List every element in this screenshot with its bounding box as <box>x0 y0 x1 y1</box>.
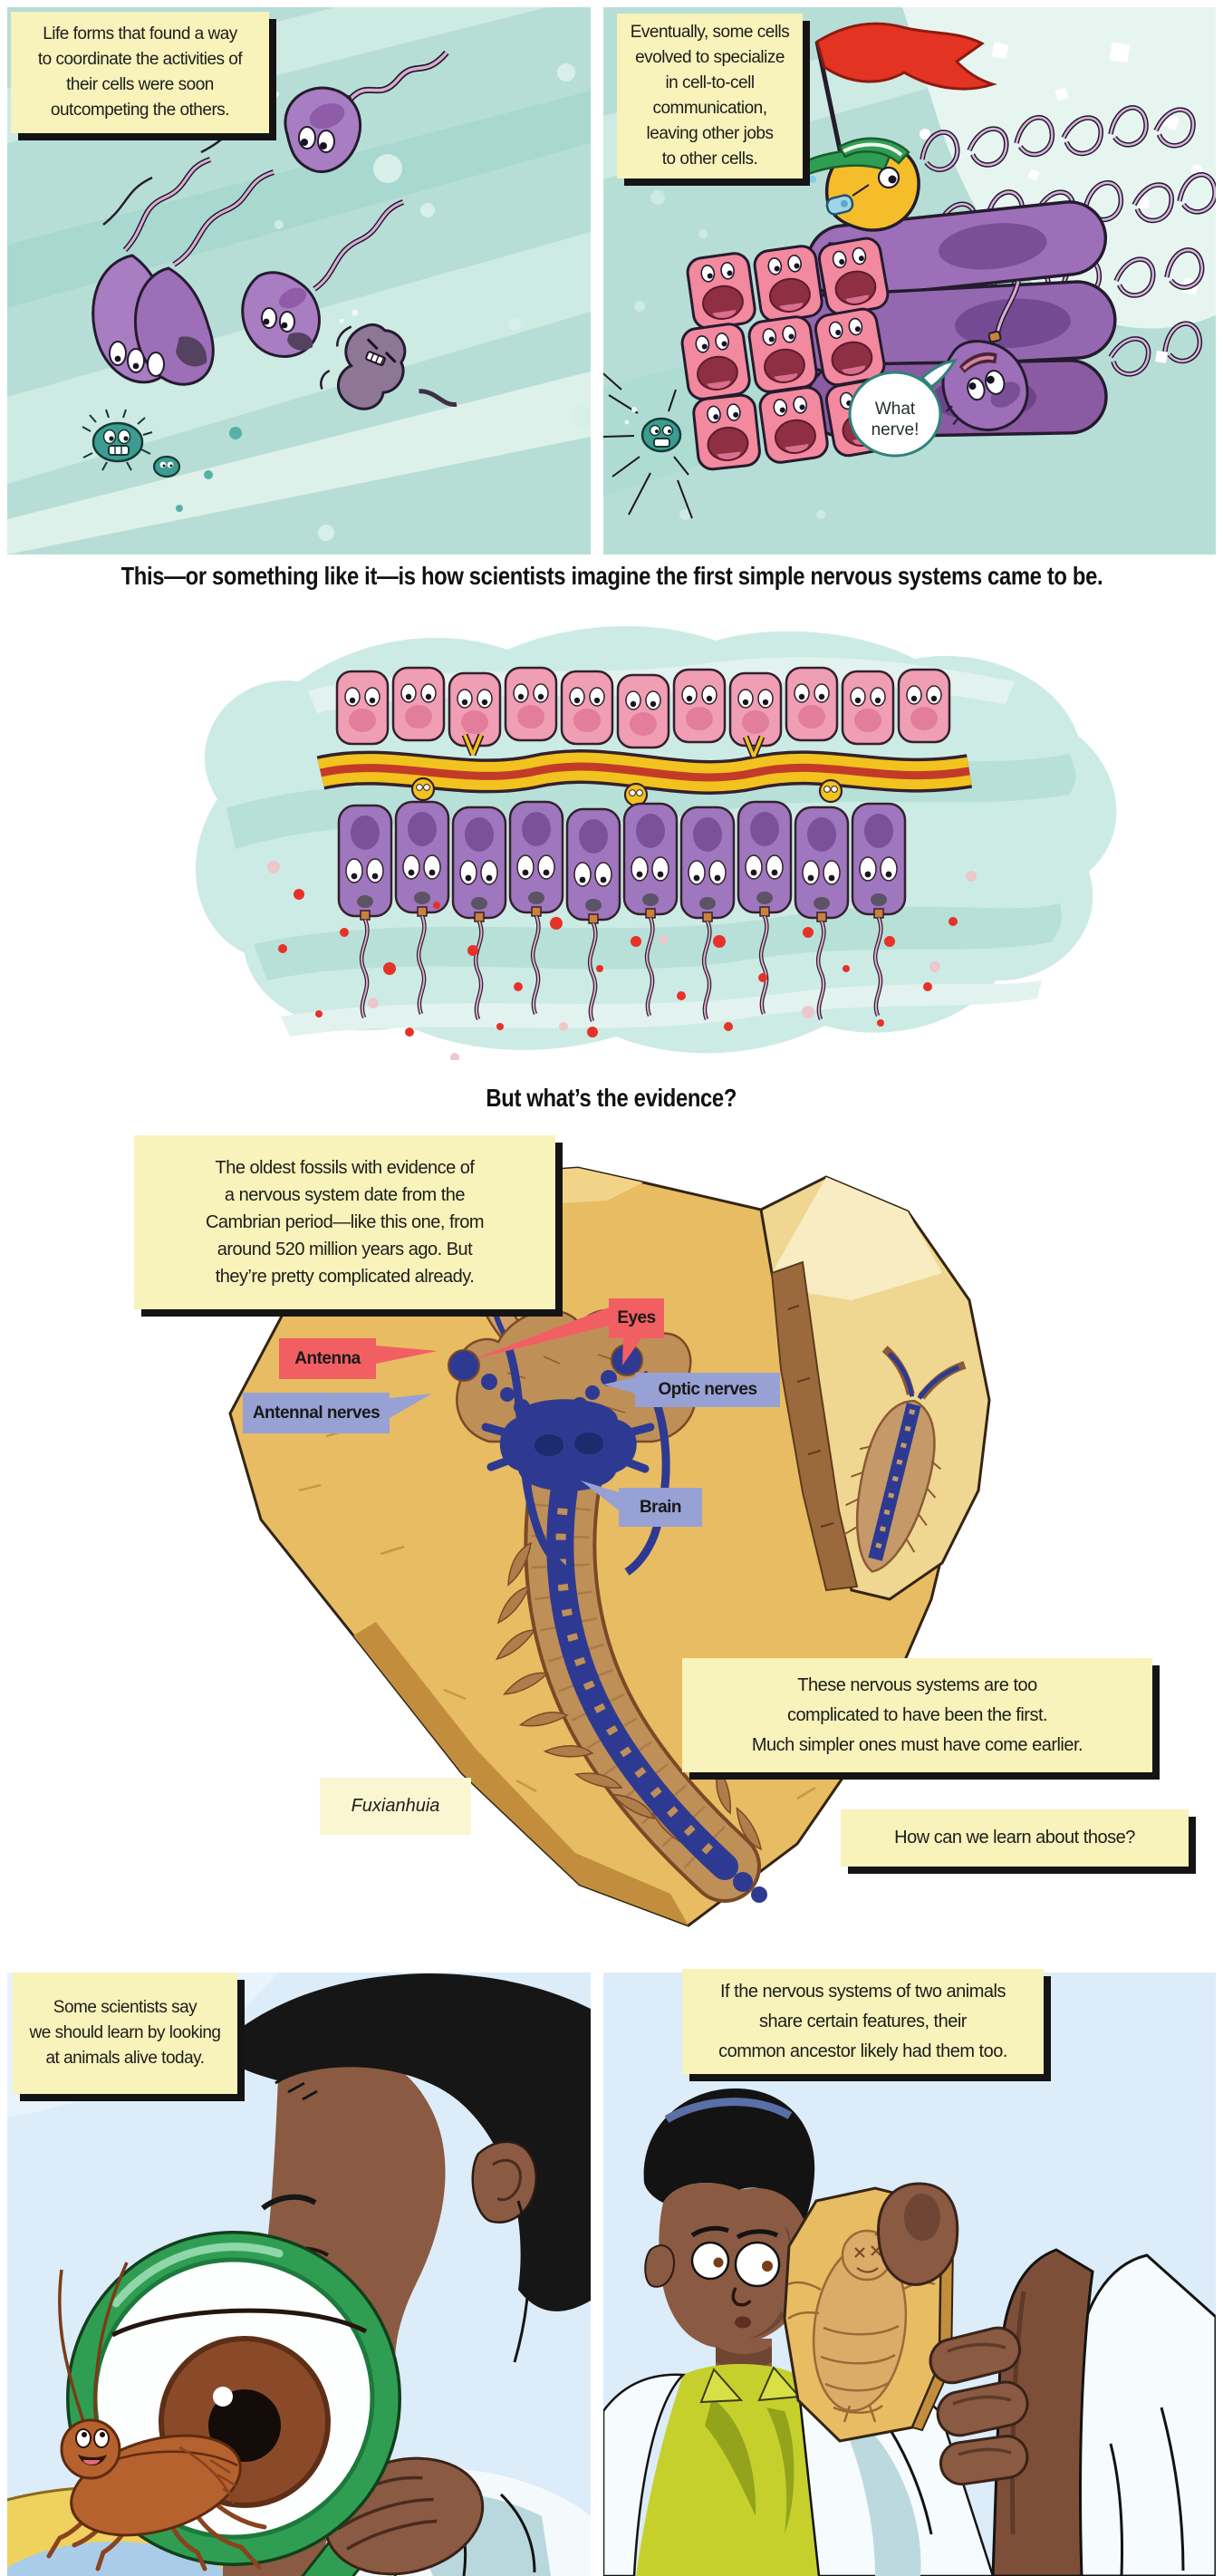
cell-offended <box>941 280 1029 431</box>
ear-left <box>644 2244 676 2288</box>
eye-right <box>734 2241 781 2288</box>
signal-dots-red <box>278 889 958 1037</box>
signal-dots-pale <box>267 861 977 1060</box>
nerve-cells <box>410 733 843 807</box>
speech-what-nerve: What nerve! <box>871 400 920 439</box>
rock-top-light <box>301 1168 643 1300</box>
caption-how-learn: How can we learn about those? <box>841 1809 1189 1867</box>
panel-unicellular-race <box>7 7 591 555</box>
label-antennal-nerves: Antennal nerves <box>243 1393 390 1433</box>
caption-panel4: If the nervous systems of two animals sh… <box>682 1969 1044 2074</box>
brow <box>261 2194 317 2211</box>
cell-angry-loner <box>320 309 457 410</box>
cell-teal-scared <box>603 372 693 519</box>
caption-panel2: Eventually, some cells evolved to specia… <box>617 14 803 178</box>
species-label: Fuxianhuia <box>320 1778 471 1835</box>
tissue-blob-art <box>196 625 1117 1060</box>
bubbles <box>634 166 825 520</box>
label-antenna: Antenna <box>279 1338 376 1379</box>
cell-flagellate-worried <box>241 199 405 358</box>
raised-arm <box>991 2248 1216 2576</box>
broken-flap <box>759 1175 991 1601</box>
magnified-eye-pupil <box>208 2389 281 2462</box>
cells-teal-small <box>82 409 181 478</box>
cell-flagellate-pair <box>91 116 274 386</box>
pink-cell-row <box>335 666 951 749</box>
gripping-fingers <box>929 2326 1029 2486</box>
hand-fossil <box>783 2182 1029 2486</box>
scientist-front <box>643 2088 815 2377</box>
eye-left <box>690 2241 730 2281</box>
nerve-net-band <box>316 733 973 807</box>
brain <box>499 1399 637 1491</box>
coach-flag <box>814 22 997 155</box>
caption-fossil: The oldest fossils with evidence of a ne… <box>134 1135 555 1309</box>
tissue <box>267 666 977 1060</box>
counterpart-fossil <box>843 1346 967 1573</box>
caption-panel1: Life forms that found a way to coordinat… <box>11 12 269 133</box>
caption-too-complicated: These nervous systems are too complicate… <box>682 1658 1152 1772</box>
eye-left <box>448 1349 480 1382</box>
narration-evidence-question: But what’s the evidence? <box>486 1084 737 1112</box>
label-optic-nerves: Optic nerves <box>635 1373 780 1407</box>
cockroach <box>46 2262 267 2571</box>
cockroach-head <box>60 2418 121 2480</box>
speech-bubble <box>848 358 958 458</box>
tail-chain <box>733 1872 767 1903</box>
label-brain: Brain <box>619 1488 702 1527</box>
ear <box>471 2140 537 2224</box>
coach-cell <box>796 137 920 232</box>
antennal-nerve-left <box>505 1347 573 1577</box>
cell-flagellate-top <box>265 50 449 174</box>
label-eyes: Eyes <box>609 1298 664 1338</box>
caption-panel3: Some scientists say we should learn by l… <box>13 1973 237 2094</box>
label-leaders <box>376 1307 641 1510</box>
thumb <box>877 2182 959 2286</box>
narration-first-systems: This—or something like it—is how scienti… <box>120 562 1103 590</box>
rock-edge-shadow <box>353 1622 689 1925</box>
bubbles <box>176 63 591 541</box>
panel1-art <box>7 7 591 555</box>
